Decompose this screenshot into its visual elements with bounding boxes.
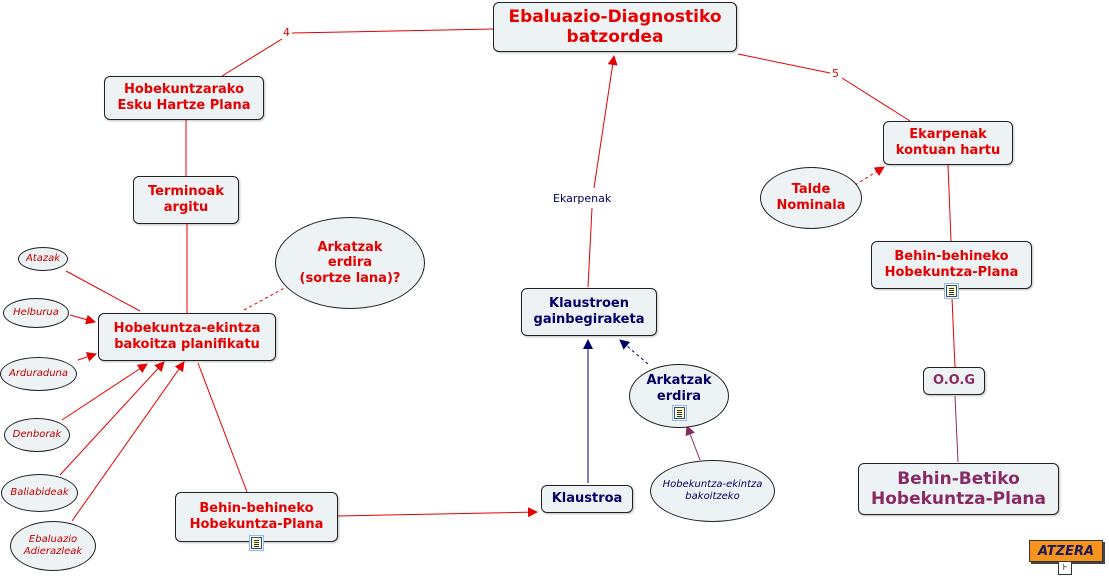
note-icon[interactable] [673, 407, 685, 420]
link-ebaluazio-adierazleak [71, 361, 185, 522]
link-label-4: 4 [282, 26, 291, 39]
sitemap-icon[interactable]: ⊦ [1058, 561, 1072, 575]
link-label-ekarpenak: Ekarpenak [552, 192, 613, 205]
link-behin-right-to-oog [951, 297, 956, 368]
atzera-button[interactable]: ATZERA [1029, 540, 1103, 562]
link-helburua [69, 314, 96, 325]
note-icon[interactable] [251, 537, 262, 549]
link-bakoitzeko-to-arkatzak [685, 425, 701, 461]
node-hobekuntza-ekintza-planifikatu[interactable]: Hobekuntza-ekintza bakoitza planifikatu [98, 313, 276, 361]
node-hobekuntza-ekintza-bakoitzeko[interactable]: Hobekuntza-ekintza bakoitzeko [650, 460, 775, 522]
node-ebaluazio-diagnostiko-batzordea[interactable]: Ebaluazio-Diagnostiko batzordea [493, 2, 737, 52]
link-ekarpenak-kontuan-to-behin-right [947, 164, 952, 242]
link-hobekuntzarako-to-4 [221, 33, 291, 77]
node-behin-behineko-plana-right[interactable]: Behin-behineko Hobekuntza-Plana [871, 241, 1032, 297]
link-5-to-ekarpenak-kontuan [841, 77, 911, 122]
node-arkatzak-erdira-label: Arkatzak erdira [646, 372, 712, 404]
node-ebaluazio-adierazleak[interactable]: Ebaluazio Adierazleak [10, 521, 96, 571]
link-label-5: 5 [831, 67, 840, 80]
link-arkatzak-sortze [243, 284, 291, 311]
node-arkatzak-erdira-sortze-lana[interactable]: Arkatzak erdira (sortze lana)? [275, 217, 425, 309]
node-behin-behineko-right-label: Behin-behineko Hobekuntza-Plana [884, 249, 1019, 280]
link-ebaluazio-to-5 [737, 53, 831, 74]
link-klaustroen-to-ekarpenak [587, 207, 593, 288]
link-arkatzak-erdira-to-klaustroen [619, 339, 649, 365]
link-oog-to-behin-betiko [954, 395, 959, 463]
node-baliabideak[interactable]: Baliabideak [1, 474, 78, 512]
link-ekarpenak-to-ebaluazio [593, 55, 618, 189]
node-terminoak-argitu[interactable]: Terminoak argitu [133, 176, 239, 224]
link-behin-left-to-klaustroa [337, 507, 538, 518]
node-atazak[interactable]: Atazak [18, 247, 68, 271]
link-baliabideak [59, 361, 165, 476]
link-talde-nominala [854, 166, 885, 186]
node-helburua[interactable]: Helburua [3, 298, 69, 328]
link-atazak [65, 270, 141, 312]
link-4-to-ebaluazio [291, 28, 495, 34]
link-arduraduna [77, 352, 97, 362]
node-oog[interactable]: O.O.G [923, 367, 985, 395]
link-denborak [61, 363, 148, 421]
link-planifikatu-to-behin-left [197, 362, 248, 493]
node-ekarpenak-kontuan-hartu[interactable]: Ekarpenak kontuan hartu [883, 121, 1013, 165]
node-arkatzak-erdira[interactable]: Arkatzak erdira [629, 364, 729, 428]
node-klaustroen-gainbegiraketa[interactable]: Klaustroen gainbegiraketa [521, 288, 657, 336]
node-behin-behineko-left-label: Behin-behineko Hobekuntza-Plana [189, 501, 324, 532]
node-arduraduna[interactable]: Arduraduna [0, 357, 77, 391]
note-icon[interactable] [946, 285, 957, 297]
node-behin-behineko-plana-left[interactable]: Behin-behineko Hobekuntza-Plana [175, 492, 338, 549]
node-hobekuntzarako-esku-hartze-plana[interactable]: Hobekuntzarako Esku Hartze Plana [104, 76, 264, 120]
node-denborak[interactable]: Denborak [4, 418, 70, 452]
node-talde-nominala[interactable]: Talde Nominala [760, 167, 862, 229]
node-behin-betiko-hobekuntza-plana[interactable]: Behin-Betiko Hobekuntza-Plana [858, 463, 1059, 515]
node-klaustroa[interactable]: Klaustroa [541, 485, 633, 513]
